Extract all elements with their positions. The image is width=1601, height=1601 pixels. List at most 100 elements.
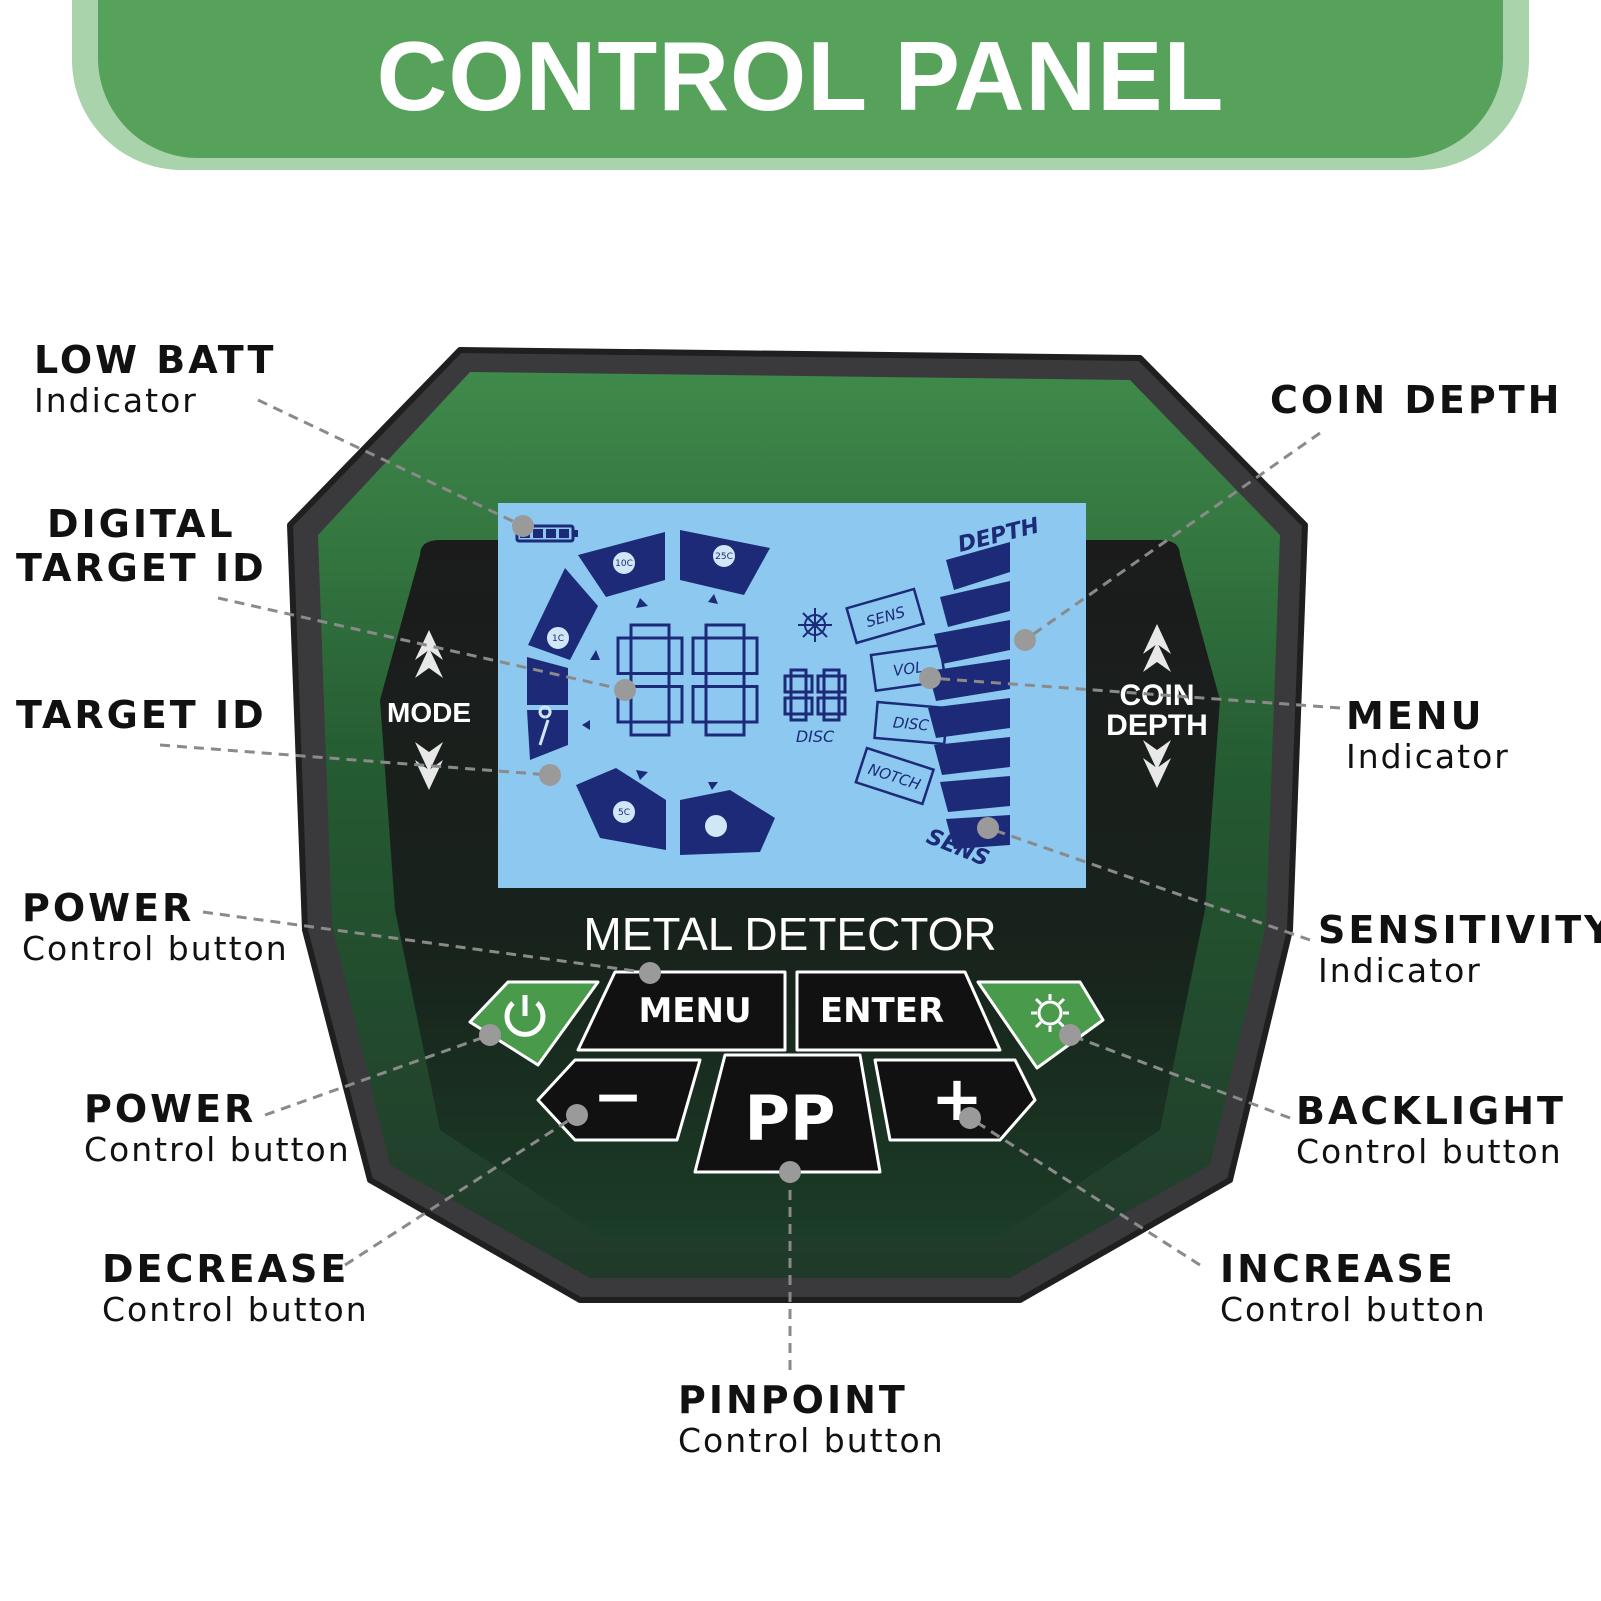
callout-low-batt-title: LOW BATT [34,338,277,382]
callout-increase-subtitle: Control button [1220,1290,1487,1329]
digit-segment [804,674,814,694]
callout-power-2-title: POWER [84,1087,257,1131]
increase-button[interactable]: + [873,1058,1037,1142]
callout-target-id-title: TARGET ID [16,693,267,737]
backlight-button[interactable] [976,980,1105,1070]
title-banner-inner [98,0,1503,158]
disc-label: DISC [796,727,835,746]
digit-segment [742,685,759,724]
callout-power-1-title: POWER [22,886,195,930]
dot-menu-button [639,962,661,984]
power-button[interactable] [468,980,600,1067]
page-title: CONTROL PANEL [376,21,1225,131]
mode-up-arrow-icon [415,630,443,678]
callout-decrease-title: DECREASE [102,1247,350,1291]
line-backlight [1069,1033,1291,1120]
coin-depth-up-arrow-icon [1143,624,1171,672]
depth-bar [940,776,1010,812]
line-digital-target-id [217,596,626,692]
coin-depth-down-arrow-icon [1143,740,1171,788]
pinpoint-button[interactable]: PP [693,1053,882,1174]
callout-lines [159,398,1341,1370]
callout-sensitivity-title: SENSITIVITY [1318,908,1601,952]
dot-coin-depth [1014,629,1036,651]
coin-10c-icon [611,550,637,576]
battery-bar [559,529,569,538]
digit-segment [837,696,847,716]
coin-5c-icon [611,799,637,825]
callout-target-id: TARGET ID [16,693,267,737]
callout-pinpoint: PINPOINT Control button [678,1378,945,1460]
dot-low-batt [512,515,534,537]
depth-bar [940,581,1010,627]
menu-box-label: DISC [892,713,930,734]
enter-button-label: ENTER [820,991,944,1031]
menu-button-label: MENU [638,991,751,1031]
digit-segment [667,636,684,675]
digit-segment [837,674,847,694]
digit-segment [822,668,841,678]
callout-decrease: DECREASE Control button [102,1247,369,1329]
digit-segment [691,636,708,675]
digit-segment [822,712,841,722]
line-power-2 [264,1033,491,1117]
digit-segment [822,690,841,700]
callout-backlight: BACKLIGHT Control button [1296,1089,1566,1171]
digit-segment [691,685,708,724]
line-target-id [159,743,551,777]
dot-power-button [479,1024,501,1046]
callout-backlight-title: BACKLIGHT [1296,1089,1566,1133]
digit-segment [616,636,633,675]
dot-backlight [1059,1024,1081,1046]
backlight-icon [1031,994,1069,1032]
dot-increase [959,1107,981,1129]
line-low-batt [257,398,524,528]
coin-25c-text: 25C [715,552,733,562]
digit-segment [742,636,759,675]
digit-segment [704,720,746,737]
callout-pinpoint-subtitle: Control button [678,1421,945,1460]
digit-segment [789,668,808,678]
digit-segment [783,674,793,694]
shell-icon [703,813,729,839]
depth-bar [934,737,1010,775]
coin-1c-text: 1C [552,634,564,644]
digit-segment [783,696,793,716]
callout-digital-target-id: DIGITAL TARGET ID [16,502,267,590]
callout-coin-depth-title: COIN DEPTH [1270,378,1563,422]
depth-bar [928,698,1010,738]
callout-power-2-subtitle: Control button [84,1130,351,1169]
segment-spoon [527,710,568,760]
callout-sensitivity-subtitle: Indicator [1318,951,1482,990]
decrease-button[interactable]: − [536,1058,702,1142]
menu-button[interactable]: MENU [576,970,787,1052]
digit-segment [704,623,746,640]
digit-segment [804,696,814,716]
depth-side-label: DEPTH [1106,709,1208,742]
callout-digital-title: DIGITAL [47,502,236,546]
callout-sensitivity: SENSITIVITY Indicator [1318,908,1601,990]
disc-digits-display [783,668,847,722]
dot-decrease [566,1104,588,1126]
callout-increase: INCREASE Control button [1220,1247,1487,1329]
spoon-icon [538,705,552,746]
depth-bar [928,659,1010,701]
depth-bar [946,542,1010,590]
line-coin-depth [1024,431,1321,642]
enter-button[interactable]: ENTER [795,970,1002,1052]
dot-digital-target-id [614,679,636,701]
title-banner [72,0,1529,170]
callout-pinpoint-title: PINPOINT [678,1378,908,1422]
menu-box-frame [845,587,926,645]
callout-low-batt: LOW BATT Indicator [34,338,276,420]
dot-pinpoint [779,1161,801,1183]
depth-bars [928,542,1010,849]
coin-10c-text: 10C [615,559,633,569]
line-decrease [344,1113,578,1267]
callout-backlight-subtitle: Control button [1296,1132,1563,1171]
lcd-backlight-icon [798,608,832,642]
callout-coin-depth: COIN DEPTH [1270,378,1562,422]
digit-segment [629,623,671,640]
callout-power-2: POWER Control button [84,1087,351,1169]
